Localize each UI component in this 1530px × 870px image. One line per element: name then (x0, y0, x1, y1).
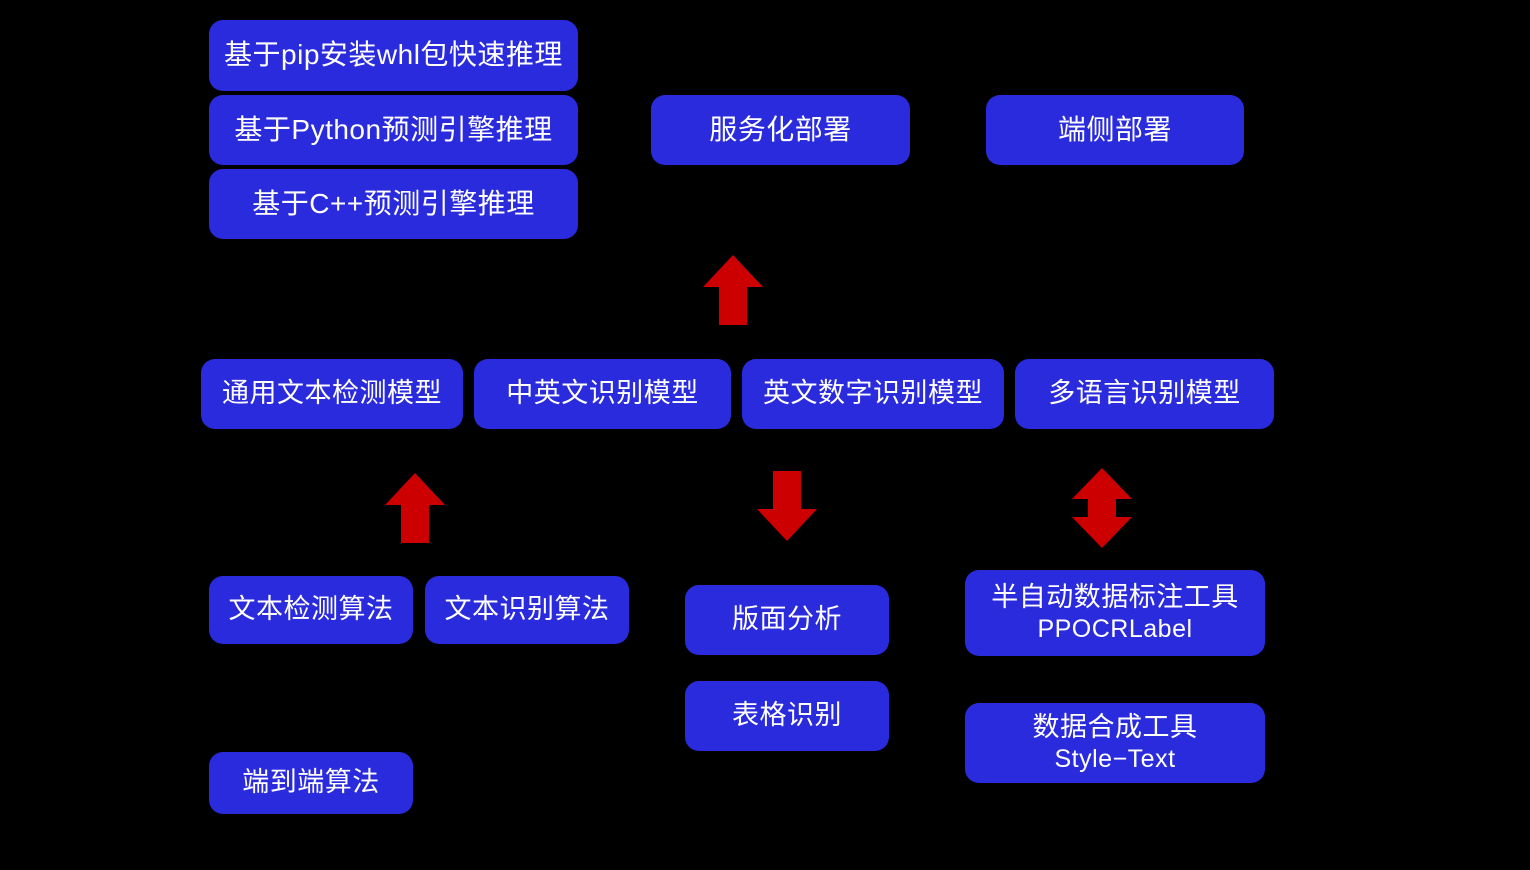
up-down-arrow-icon (1072, 468, 1132, 548)
node-data-synthesis-tool[interactable]: 数据合成工具 Style−Text (965, 703, 1265, 783)
node-python-engine-inference[interactable]: 基于Python预测引擎推理 (209, 95, 578, 165)
down-arrow-icon (757, 471, 817, 541)
node-multilingual-recognition-model[interactable]: 多语言识别模型 (1015, 359, 1274, 429)
node-label: 端到端算法 (242, 767, 380, 798)
node-label: 服务化部署 (709, 113, 852, 145)
node-label: 数据合成工具 (1032, 712, 1198, 743)
node-label: 通用文本检测模型 (222, 378, 442, 409)
node-label: 中英文识别模型 (506, 378, 699, 409)
node-english-digit-recognition-model[interactable]: 英文数字识别模型 (742, 359, 1004, 429)
node-label: 基于Python预测引擎推理 (234, 113, 553, 145)
node-layout-analysis[interactable]: 版面分析 (685, 585, 889, 655)
node-label: 表格识别 (732, 700, 842, 731)
node-cpp-engine-inference[interactable]: 基于C++预测引擎推理 (209, 169, 578, 239)
arrow-models-to-document-analysis (755, 471, 819, 541)
arrow-algorithms-to-models (383, 473, 447, 543)
node-label: 基于pip安装whl包快速推理 (224, 39, 563, 71)
node-sublabel: Style−Text (1054, 745, 1176, 774)
node-text-recognition-algorithm[interactable]: 文本识别算法 (425, 576, 629, 644)
node-label: 文本检测算法 (228, 594, 394, 625)
node-edge-deployment[interactable]: 端侧部署 (986, 95, 1244, 165)
node-label: 半自动数据标注工具 (991, 582, 1239, 613)
node-label: 端侧部署 (1057, 113, 1172, 145)
node-semi-auto-labeling-tool[interactable]: 半自动数据标注工具 PPOCRLabel (965, 570, 1265, 656)
node-end-to-end-algorithm[interactable]: 端到端算法 (209, 752, 413, 814)
node-label: 文本识别算法 (444, 594, 610, 625)
arrow-models-to-deployment (701, 255, 765, 325)
node-chinese-english-recognition-model[interactable]: 中英文识别模型 (474, 359, 731, 429)
up-arrow-icon (385, 473, 445, 543)
node-label: 多语言识别模型 (1048, 378, 1241, 409)
node-sublabel: PPOCRLabel (1037, 615, 1193, 644)
node-label: 基于C++预测引擎推理 (252, 187, 535, 219)
up-arrow-icon (703, 255, 763, 325)
arrow-models-tools-bidirectional (1070, 468, 1134, 548)
node-label: 英文数字识别模型 (763, 378, 983, 409)
node-service-deployment[interactable]: 服务化部署 (651, 95, 910, 165)
node-pip-whl-inference[interactable]: 基于pip安装whl包快速推理 (209, 20, 578, 91)
node-text-detection-algorithm[interactable]: 文本检测算法 (209, 576, 413, 644)
node-label: 版面分析 (732, 604, 842, 635)
node-general-text-detection-model[interactable]: 通用文本检测模型 (201, 359, 463, 429)
node-table-recognition[interactable]: 表格识别 (685, 681, 889, 751)
